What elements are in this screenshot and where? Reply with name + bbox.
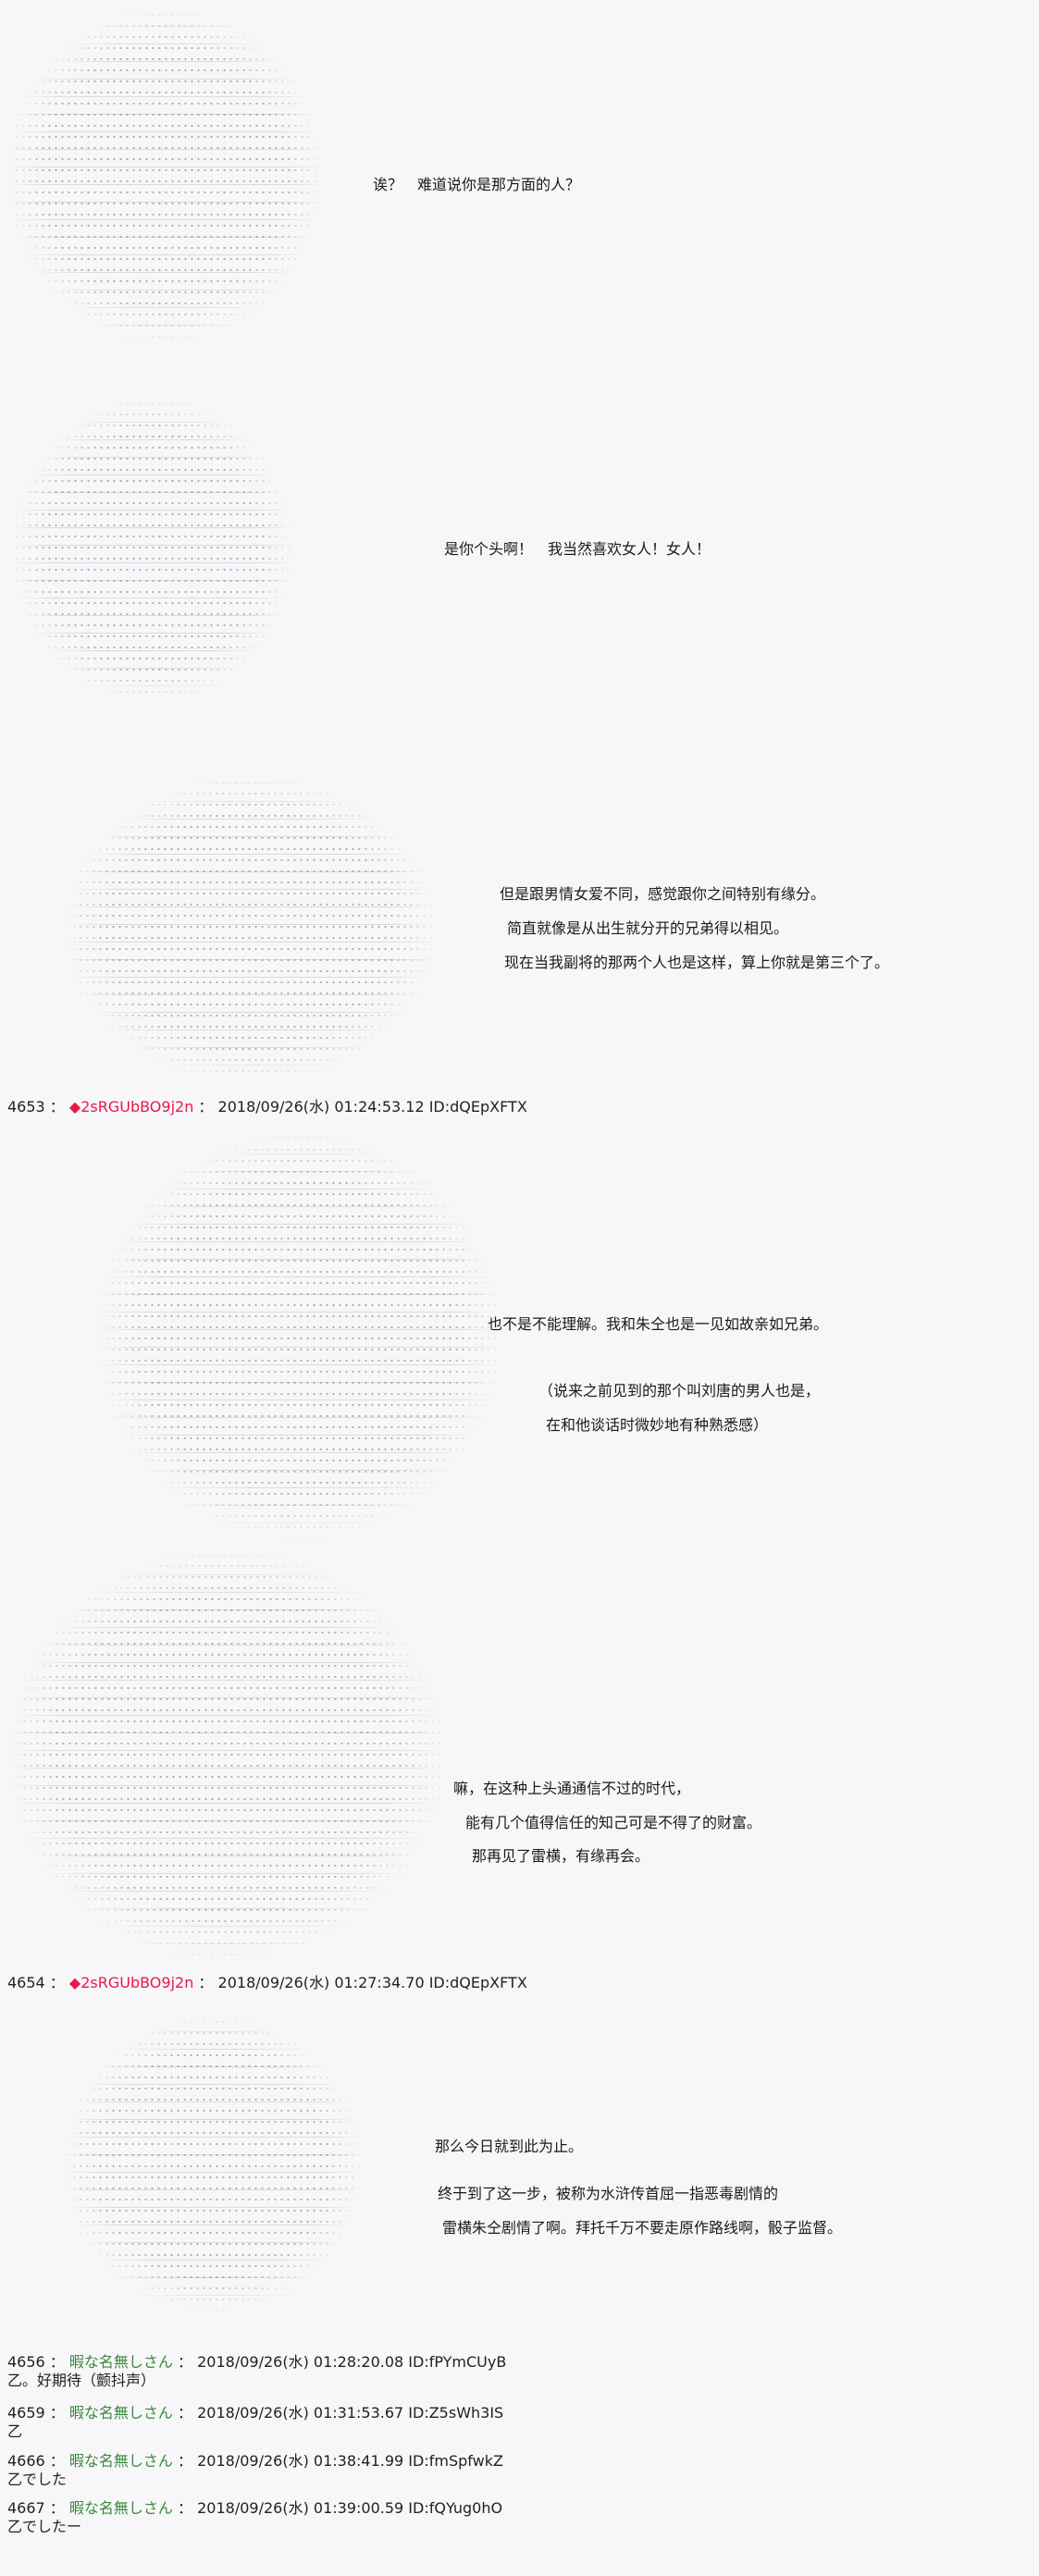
post-date-id: 2018/09/26(水) 01:27:34.70 ID:dQEpXFTX (217, 1974, 527, 1991)
separator: ： (193, 1098, 218, 1115)
separator: ： (44, 1098, 69, 1115)
post-date-id: 2018/09/26(水) 01:39:00.59 ID:fQYug0hO (197, 2499, 503, 2517)
post-date-id: 2018/09/26(水) 01:38:41.99 ID:fmSpfwkZ (197, 2452, 503, 2470)
ascii-art-character-6 (65, 2016, 361, 2312)
separator: ： (44, 2499, 69, 2517)
separator: ： (44, 2452, 69, 2470)
dialogue-line: 能有几个值得信任的知己可是不得了的财富。 (465, 1814, 762, 1831)
separator: ： (44, 2353, 69, 2371)
dialogue-line: 是你个头啊！ 我当然喜欢女人！女人！ (444, 540, 711, 558)
comment-header: 4656 ： 暇な名無しさん ： 2018/09/26(水) 01:28:20.… (7, 2349, 506, 2372)
dialogue-line: 那么今日就到此为止。 (435, 2138, 584, 2155)
dialogue-line: 终于到了这一步，被称为水浒传首屈一指恶毒剧情的 (438, 2185, 779, 2202)
separator: ： (44, 1974, 69, 1991)
post-number[interactable]: 4667 (7, 2499, 45, 2517)
poster-name: 暇な名無しさん (68, 2452, 173, 2470)
ascii-art-character-2 (14, 398, 291, 703)
post-number[interactable]: 4659 (7, 2404, 45, 2422)
post-header: 4654 ： ◆2sRGUbBO9j2n ： 2018/09/26(水) 01:… (7, 1970, 527, 1992)
poster-name: 暇な名無しさん (68, 2404, 173, 2422)
post-number[interactable]: 4654 (7, 1974, 45, 1991)
dialogue-line: 那再见了雷横，有缘再会。 (472, 1847, 650, 1865)
comment-header: 4659 ： 暇な名無しさん ： 2018/09/26(水) 01:31:53.… (7, 2400, 503, 2422)
comment-text: 乙でした (7, 2471, 68, 2488)
dialogue-line: 嘛，在这种上头通通信不过的时代， (453, 1780, 691, 1797)
separator: ： (172, 2353, 198, 2371)
poster-tripcode: ◆2sRGUbBO9j2n (68, 1974, 194, 1991)
separator: ： (193, 1974, 218, 1991)
dialogue-line: （说来之前见到的那个叫刘唐的男人也是， (538, 1382, 821, 1399)
poster-name: 暇な名無しさん (68, 2499, 173, 2517)
dialogue-line: 在和他谈话时微妙地有种熟悉感） (546, 1416, 769, 1434)
dialogue-line: 现在当我副将的那两个人也是这样，算上你就是第三个了。 (504, 954, 890, 971)
dialogue-line: 也不是不能理解。我和朱仝也是一见如故亲如兄弟。 (488, 1315, 829, 1333)
separator: ： (172, 2499, 198, 2517)
post-number[interactable]: 4656 (7, 2353, 45, 2371)
poster-tripcode: ◆2sRGUbBO9j2n (68, 1098, 194, 1115)
comment-header: 4667 ： 暇な名無しさん ： 2018/09/26(水) 01:39:00.… (7, 2496, 502, 2518)
poster-name: 暇な名無しさん (68, 2353, 173, 2371)
post-date-id: 2018/09/26(水) 01:28:20.08 ID:fPYmCUyB (197, 2353, 507, 2371)
comment-header: 4666 ： 暇な名無しさん ： 2018/09/26(水) 01:38:41.… (7, 2448, 503, 2471)
comment-text: 乙 (7, 2422, 23, 2440)
post-date-id: 2018/09/26(水) 01:24:53.12 ID:dQEpXFTX (217, 1098, 527, 1115)
ascii-art-character-5 (8, 1549, 443, 1961)
comment-text: 乙。好期待（颤抖声） (7, 2372, 156, 2389)
dialogue-line: 简直就像是从出生就分开的兄弟得以相见。 (507, 919, 789, 937)
comment-text: 乙でしたー (7, 2518, 82, 2535)
post-number[interactable]: 4666 (7, 2452, 45, 2470)
separator: ： (172, 2452, 198, 2470)
dialogue-line: 但是跟男情女爱不同，感觉跟你之间特别有缘分。 (500, 885, 826, 903)
separator: ： (44, 2404, 69, 2422)
post-number[interactable]: 4653 (7, 1098, 45, 1115)
ascii-art-character-3 (65, 777, 435, 1082)
separator: ： (172, 2404, 198, 2422)
dialogue-line: 诶？ 难道说你是那方面的人？ (373, 176, 581, 193)
ascii-art-character-1 (7, 9, 322, 342)
post-date-id: 2018/09/26(水) 01:31:53.67 ID:Z5sWh3IS (197, 2404, 504, 2422)
post-header: 4653 ： ◆2sRGUbBO9j2n ： 2018/09/26(水) 01:… (7, 1094, 527, 1116)
dialogue-line: 雷横朱仝剧情了啊。拜托千万不要走原作路线啊，骰子监督。 (442, 2219, 843, 2237)
ascii-art-character-4 (97, 1133, 500, 1540)
